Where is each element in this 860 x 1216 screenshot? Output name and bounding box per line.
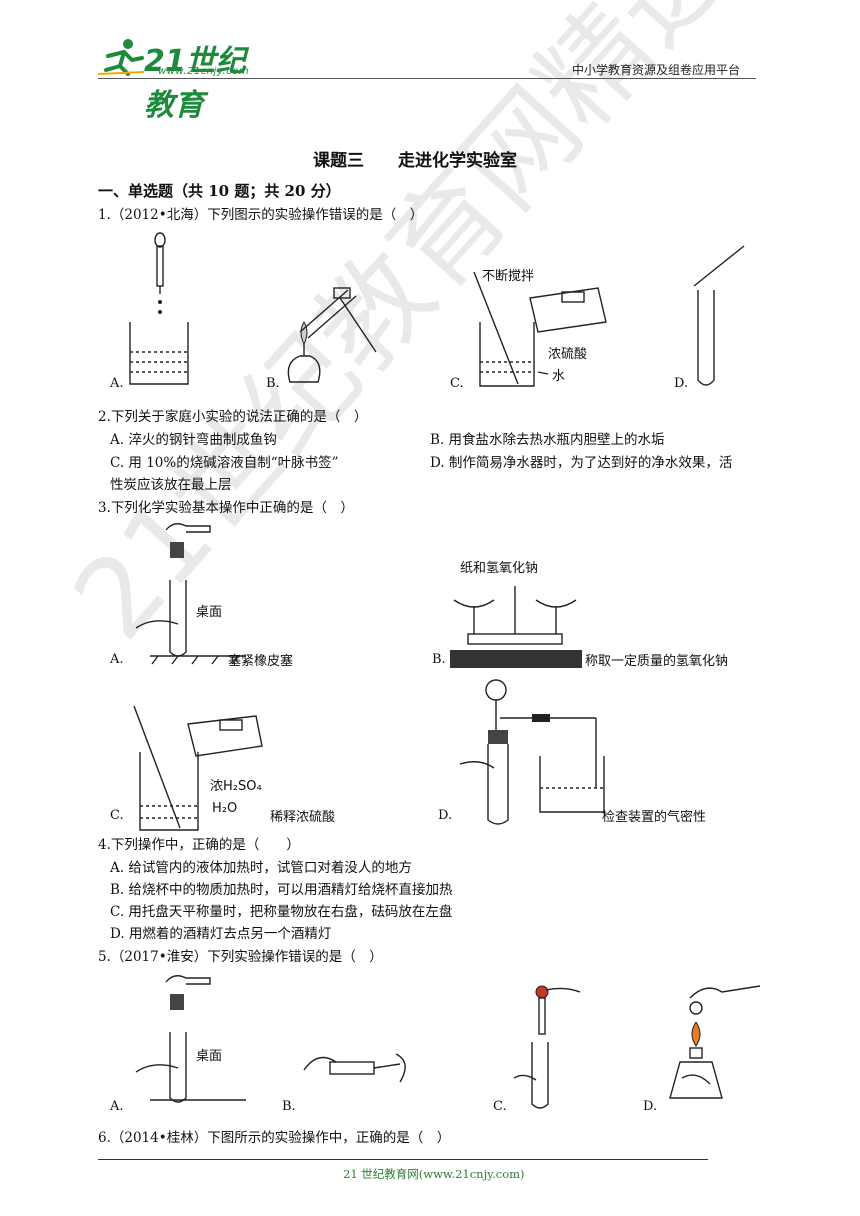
q2-option-a[interactable]: A. 淬火的钢针弯曲制成鱼钩 [110, 432, 277, 448]
q3-caption-a: 塞紧橡皮塞 [228, 654, 294, 669]
q3-caption-d: 检查装置的气密性 [602, 810, 707, 825]
q5b-glass-tube-figure [303, 1053, 406, 1083]
q3c-water-text: H₂O [212, 801, 237, 816]
footer-divider [98, 1159, 708, 1160]
q3d-airtight-figure [459, 679, 605, 825]
q5c-dropper-tube-figure [513, 985, 581, 1109]
q3b-paper-naoh-text: 纸和氢氧化钠 [460, 561, 538, 576]
q5a-stopper-figure: 桌面 [135, 975, 246, 1103]
question-2-stem: 2.下列关于家庭小实验的说法正确的是（ ） [98, 409, 368, 425]
q4-option-d[interactable]: D. 用燃着的酒精灯去点另一个酒精灯 [110, 926, 332, 942]
question-4-stem: 4.下列操作中，正确的是（ ） [98, 837, 300, 853]
q5d-alcohol-lamp-figure [669, 985, 761, 1099]
q1c-acid-text: 浓硫酸 [548, 347, 587, 362]
q3a-stopper-figure: 桌面 [135, 523, 246, 665]
runner-icon [97, 39, 145, 76]
q3-label-b[interactable]: B. [432, 652, 446, 667]
q4-option-c[interactable]: C. 用托盘天平称量时，把称量物放在右盘，砝码放在左盘 [110, 904, 453, 920]
q1c-dilution-figure: 不断搅拌 浓硫酸 水 [473, 268, 607, 387]
q3-label-c[interactable]: C. [110, 808, 124, 823]
q4-option-a[interactable]: A. 给试管内的液体加热时，试管口对着没人的地方 [110, 860, 412, 876]
q3-label-a[interactable]: A. [110, 652, 124, 667]
q3-caption-c: 稀释浓硫酸 [270, 810, 336, 825]
q5-label-b[interactable]: B. [282, 1099, 296, 1114]
q3c-dilution-figure: 浓H₂SO₄ H₂O [133, 705, 263, 831]
header-divider [98, 78, 756, 79]
section-heading: 一、单选题（共 10 题；共 20 分） [98, 182, 341, 200]
site-logo[interactable]: 21世纪教育 www.21cnjy.com [97, 36, 268, 123]
q2-option-d[interactable]: D. 制作简易净水器时，为了达到好的净水效果，活 [430, 455, 733, 471]
q1c-stir-text: 不断搅拌 [482, 268, 534, 284]
question-6-stem: 6.（2014•桂林）下图所示的实验操作中，正确的是（ ） [98, 1130, 451, 1146]
q5-label-c[interactable]: C. [493, 1099, 507, 1114]
q5a-desk-text: 桌面 [196, 1049, 222, 1064]
page-title: 课题三 走进化学实验室 [313, 151, 517, 171]
q1-label-d[interactable]: D. [674, 376, 689, 391]
header-platform-text: 中小学教育资源及组卷应用平台 [572, 63, 741, 77]
footer-text[interactable]: 21 世纪教育网(www.21cnjy.com) [343, 1167, 525, 1181]
question-1-stem: 1.（2012•北海）下列图示的实验操作错误的是（ ） [98, 207, 424, 223]
q3c-acid-text: 浓H₂SO₄ [210, 779, 262, 794]
q3a-desk-text: 桌面 [196, 605, 222, 620]
q1a-dropper-beaker-figure [129, 232, 189, 385]
logo-url: www.21cnjy.com [158, 66, 250, 77]
q3b-balance-figure: 纸和氢氧化钠 [450, 561, 582, 668]
q1d-tube-rod-figure [693, 245, 745, 386]
q2-option-b[interactable]: B. 用食盐水除去热水瓶内胆壁上的水垢 [430, 432, 665, 448]
logo-text: 21世纪教育 [144, 44, 246, 123]
q1-label-b[interactable]: B. [266, 376, 280, 391]
q4-option-b[interactable]: B. 给烧杯中的物质加热时，可以用酒精灯给烧杯直接加热 [110, 882, 453, 898]
q1-label-a[interactable]: A. [110, 376, 124, 391]
q5-label-d[interactable]: D. [643, 1099, 658, 1114]
q3-caption-b: 称取一定质量的氢氧化钠 [585, 654, 729, 669]
q3-label-d[interactable]: D. [438, 808, 453, 823]
q1-label-c[interactable]: C. [450, 376, 464, 391]
q5-label-a[interactable]: A. [110, 1099, 124, 1114]
q2-option-c[interactable]: C. 用 10%的烧碱溶液自制“叶脉书签” [110, 455, 339, 471]
q2-option-d-cont: 性炭应该放在最上层 [110, 477, 232, 493]
q1b-heating-tube-figure [287, 287, 377, 383]
q1c-water-text: 水 [552, 369, 565, 384]
question-3-stem: 3.下列化学实验基本操作中正确的是（ ） [98, 500, 354, 516]
question-5-stem: 5.（2017•淮安）下列实验操作错误的是（ ） [98, 949, 383, 965]
